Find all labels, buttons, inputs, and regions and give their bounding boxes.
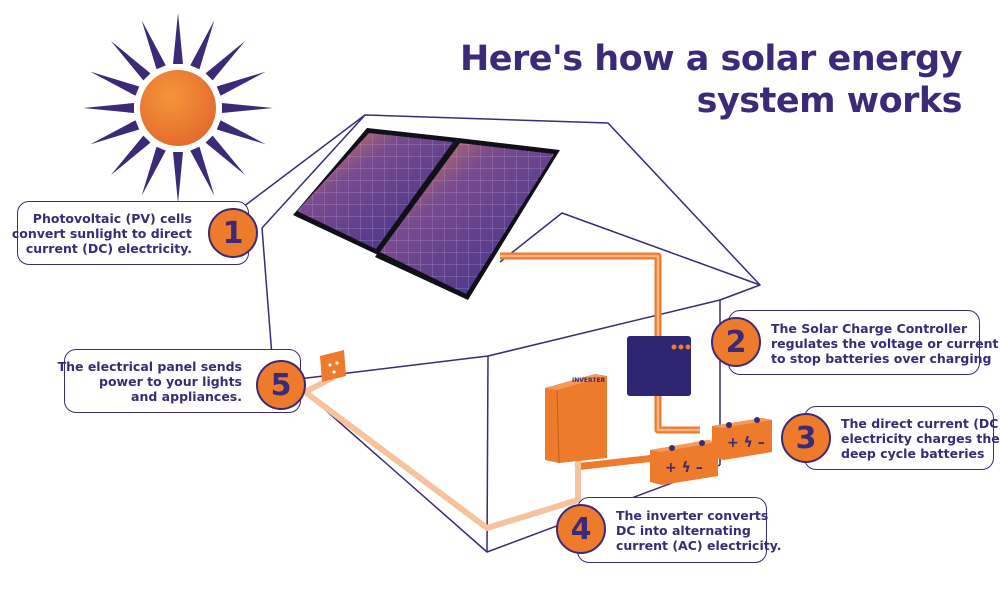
step-1-line-2: convert sunlight to direct (11, 226, 192, 241)
step-4-line-2: DC into alternating (616, 523, 751, 538)
step-5-line-3: and appliances. (131, 389, 242, 404)
svg-text:+ ϟ –: + ϟ – (727, 435, 765, 451)
step-3-line-2: electricity charges the (841, 431, 1000, 446)
sun-icon (83, 13, 273, 203)
step-5-badge: 5 (256, 360, 306, 410)
step-2-line-1: The Solar Charge Controller (771, 321, 968, 336)
step-4-text: The inverter converts DC into alternatin… (616, 508, 781, 553)
battery-icon: + ϟ – (712, 417, 772, 460)
step-4-callout: The inverter converts DC into alternatin… (577, 497, 781, 563)
solar-panel-icon (293, 128, 560, 300)
step-5-line-2: power to your lights (99, 374, 242, 389)
power-outlet-icon (320, 350, 346, 382)
step-2-badge: 2 (711, 317, 761, 367)
step-3-line-1: The direct current (DC) (841, 416, 1000, 431)
step-1-callout: Photovoltaic (PV) cells convert sunlight… (12, 201, 249, 265)
step-4-line-1: The inverter converts (616, 508, 769, 523)
step-2-callout: The Solar Charge Controller regulates th… (728, 310, 998, 375)
step-3-line-3: deep cycle batteries (841, 446, 985, 461)
step-2-text: The Solar Charge Controller regulates th… (771, 321, 998, 366)
step-1-line-3: current (DC) electricity. (25, 241, 192, 256)
step-5-callout: The electrical panel sends power to your… (58, 349, 301, 413)
step-3-badge: 3 (781, 413, 831, 463)
step-3-callout: The direct current (DC) electricity char… (804, 406, 1000, 470)
step-4-line-3: current (AC) electricity. (616, 538, 782, 553)
step-1-line-1: Photovoltaic (PV) cells (32, 211, 192, 226)
svg-text:+ ϟ –: + ϟ – (665, 460, 703, 476)
battery-icon: + ϟ – (650, 440, 718, 485)
step-2-line-2: regulates the voltage or current (771, 336, 999, 351)
step-5-text: The electrical panel sends power to your… (58, 359, 242, 404)
inverter-label: INVERTER (572, 377, 606, 384)
step-1-text: Photovoltaic (PV) cells convert sunlight… (12, 211, 192, 256)
title-line-1: Here's how a solar energy (459, 39, 963, 79)
wiring (302, 252, 700, 531)
charge-controller-icon (627, 336, 691, 396)
page-title: Here's how a solar energy system works (442, 38, 963, 122)
step-5-line-1: The electrical panel sends (57, 359, 242, 374)
step-2-line-3: to stop batteries over charging (771, 351, 992, 366)
step-1-badge: 1 (208, 208, 258, 258)
step-4-badge: 4 (556, 504, 606, 554)
step-3-text: The direct current (DC) electricity char… (841, 416, 1000, 461)
inverter-icon: INVERTER (545, 374, 607, 464)
title-line-2: system works (696, 81, 963, 121)
